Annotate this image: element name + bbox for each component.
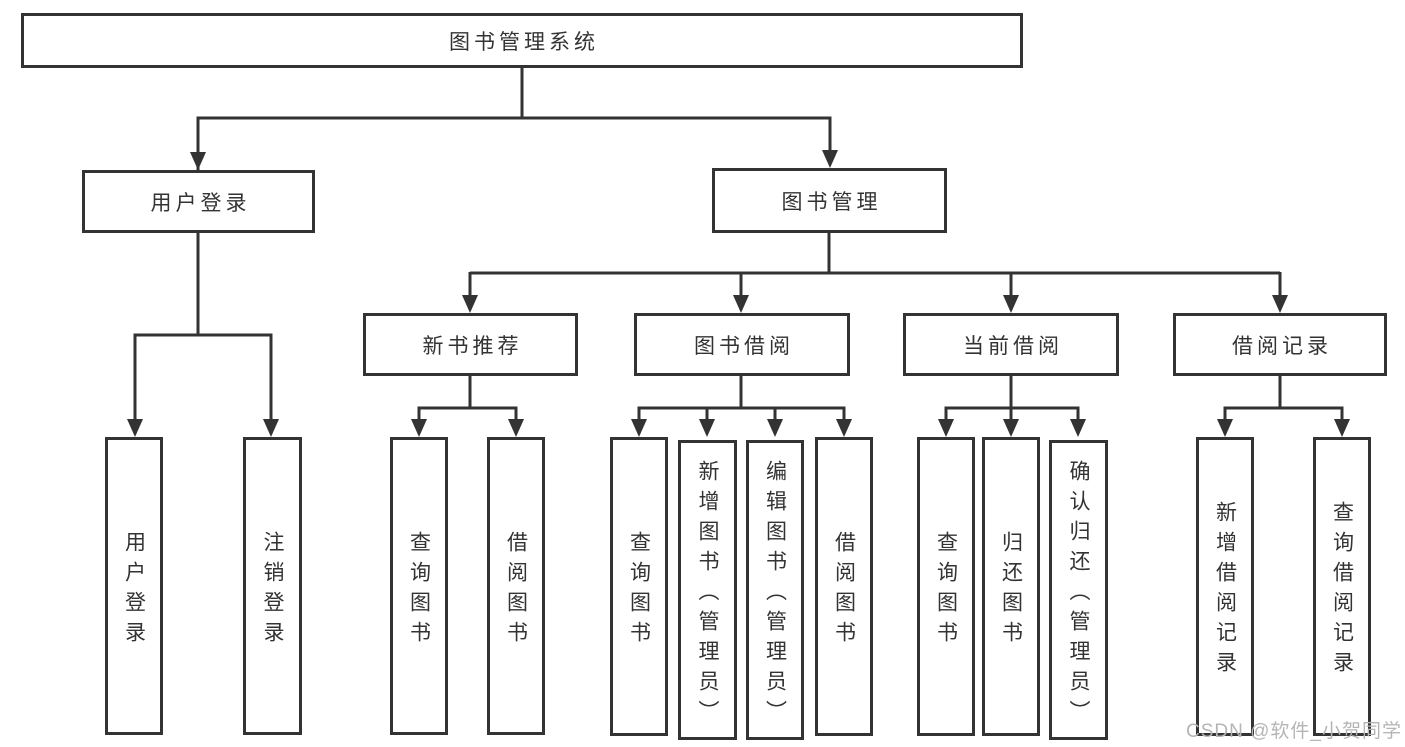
leaf-edit-book-admin: 编辑图书（管理员） (746, 440, 804, 740)
leaf-add-borrow-record: 新增借阅记录 (1196, 437, 1254, 736)
node-new-book-recommend: 新书推荐 (363, 313, 578, 376)
leaf-add-book-admin-label: 新增图书（管理员） (696, 459, 719, 730)
leaf-add-borrow-record-label: 新增借阅记录 (1213, 501, 1237, 681)
node-user-login: 用户登录 (82, 170, 315, 233)
leaf-borrow-book-label: 借阅图书 (832, 531, 856, 651)
leaf-recommend-borrow-book: 借阅图书 (487, 437, 545, 735)
leaf-logout-label: 注销登录 (261, 530, 284, 651)
node-borrow-records: 借阅记录 (1173, 313, 1387, 376)
leaf-edit-book-admin-label: 编辑图书（管理员） (763, 459, 787, 730)
leaf-borrow-book: 借阅图书 (815, 437, 873, 736)
leaf-user-login-label: 用户登录 (122, 530, 146, 651)
leaf-borrow-query-book-label: 查询图书 (627, 531, 651, 651)
node-user-login-label: 用户登录 (150, 191, 251, 215)
leaf-current-query-book: 查询图书 (917, 437, 975, 736)
leaf-current-query-book-label: 查询图书 (934, 531, 958, 651)
node-book-borrow-label: 图书借阅 (694, 334, 794, 358)
node-book-management: 图书管理 (712, 168, 947, 233)
leaf-borrow-query-book: 查询图书 (610, 437, 668, 736)
leaf-return-book: 归还图书 (982, 437, 1040, 736)
node-book-management-label: 图书管理 (781, 190, 882, 214)
node-new-book-recommend-label: 新书推荐 (422, 334, 523, 358)
node-root: 图书管理系统 (21, 13, 1023, 68)
leaf-user-login: 用户登录 (105, 437, 163, 735)
leaf-confirm-return-admin: 确认归还（管理员） (1049, 440, 1108, 740)
node-root-label: 图书管理系统 (449, 30, 599, 54)
leaf-recommend-borrow-book-label: 借阅图书 (504, 530, 528, 651)
leaf-query-borrow-record-label: 查询借阅记录 (1330, 501, 1354, 681)
leaf-recommend-query-book: 查询图书 (390, 437, 448, 735)
node-current-borrow: 当前借阅 (903, 313, 1119, 376)
node-current-borrow-label: 当前借阅 (963, 334, 1063, 358)
node-borrow-records-label: 借阅记录 (1232, 334, 1332, 358)
watermark: CSDN @软件_小贺同学 (1186, 721, 1402, 742)
node-book-borrow: 图书借阅 (634, 313, 850, 376)
leaf-logout: 注销登录 (243, 437, 302, 735)
leaf-add-book-admin: 新增图书（管理员） (678, 440, 737, 740)
leaf-confirm-return-admin-label: 确认归还（管理员） (1067, 459, 1090, 730)
leaf-return-book-label: 归还图书 (999, 531, 1023, 651)
leaf-query-borrow-record: 查询借阅记录 (1313, 437, 1371, 736)
leaf-recommend-query-book-label: 查询图书 (407, 530, 431, 651)
